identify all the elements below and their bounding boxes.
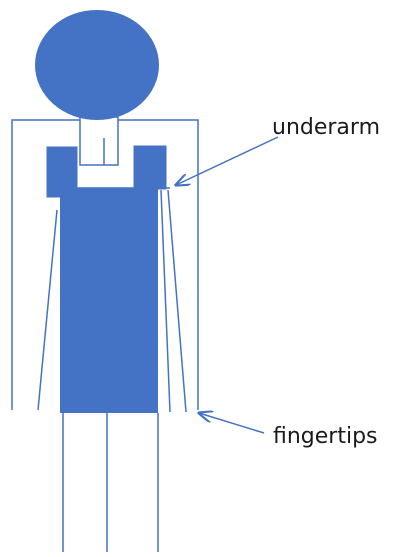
- left-inner-arm-line: [38, 210, 57, 410]
- torso: [60, 188, 158, 413]
- neck: [80, 117, 118, 165]
- head: [35, 10, 159, 120]
- right-inner-arm-line-b: [168, 190, 186, 412]
- underarm-arrow: [176, 137, 278, 185]
- right-shoulder-block: [134, 146, 166, 189]
- underarm-label: underarm: [272, 117, 380, 139]
- fingertips-arrow: [199, 413, 264, 433]
- right-inner-arm-line-a: [161, 190, 170, 412]
- left-shoulder-block: [47, 147, 77, 197]
- fingertips-label: fingertips: [273, 426, 378, 448]
